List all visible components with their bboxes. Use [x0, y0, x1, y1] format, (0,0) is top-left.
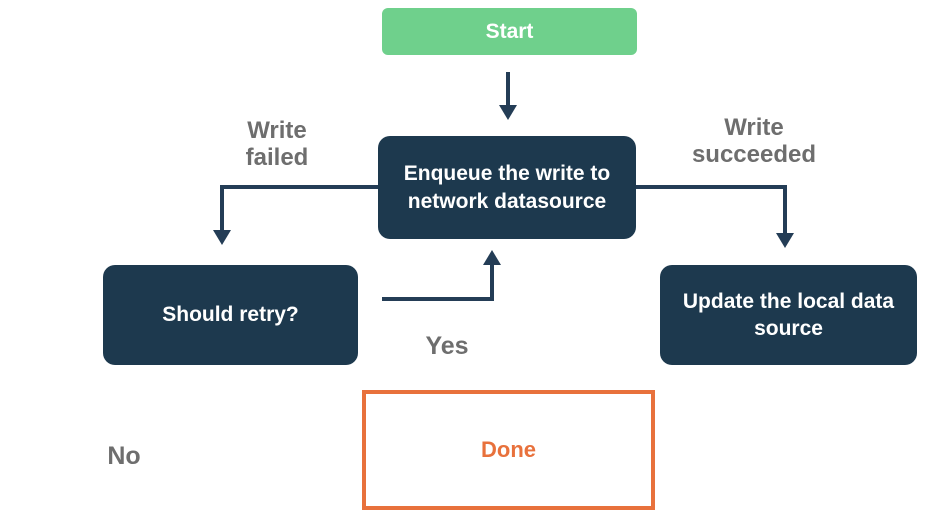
- arrow-yes-hline: [382, 297, 494, 301]
- arrow-yes-head-icon: [483, 250, 501, 265]
- node-update-local-source: Update the local data source: [660, 265, 917, 365]
- node-should-retry: Should retry?: [103, 265, 358, 365]
- arrow-write-failed-hline: [220, 185, 378, 189]
- arrow-write-failed-head-icon: [213, 230, 231, 245]
- arrow-write-failed-vline: [220, 185, 224, 230]
- arrow-start-to-enqueue-head-icon: [499, 105, 517, 120]
- edge-label-no: No: [107, 442, 141, 470]
- arrow-write-succeeded-head-icon: [776, 233, 794, 248]
- node-start: Start: [382, 8, 637, 55]
- arrow-write-succeeded-hline: [636, 185, 787, 189]
- arrow-write-succeeded-vline: [783, 185, 787, 233]
- edge-label-write-failed: Write failed: [245, 117, 309, 171]
- node-enqueue-write: Enqueue the write to network datasource: [378, 136, 636, 239]
- arrow-start-to-enqueue-line: [506, 72, 510, 107]
- arrow-yes-vline: [490, 265, 494, 301]
- edge-label-write-succeeded: Write succeeded: [691, 114, 817, 168]
- node-done: Done: [362, 390, 655, 510]
- edge-label-yes: Yes: [425, 332, 469, 360]
